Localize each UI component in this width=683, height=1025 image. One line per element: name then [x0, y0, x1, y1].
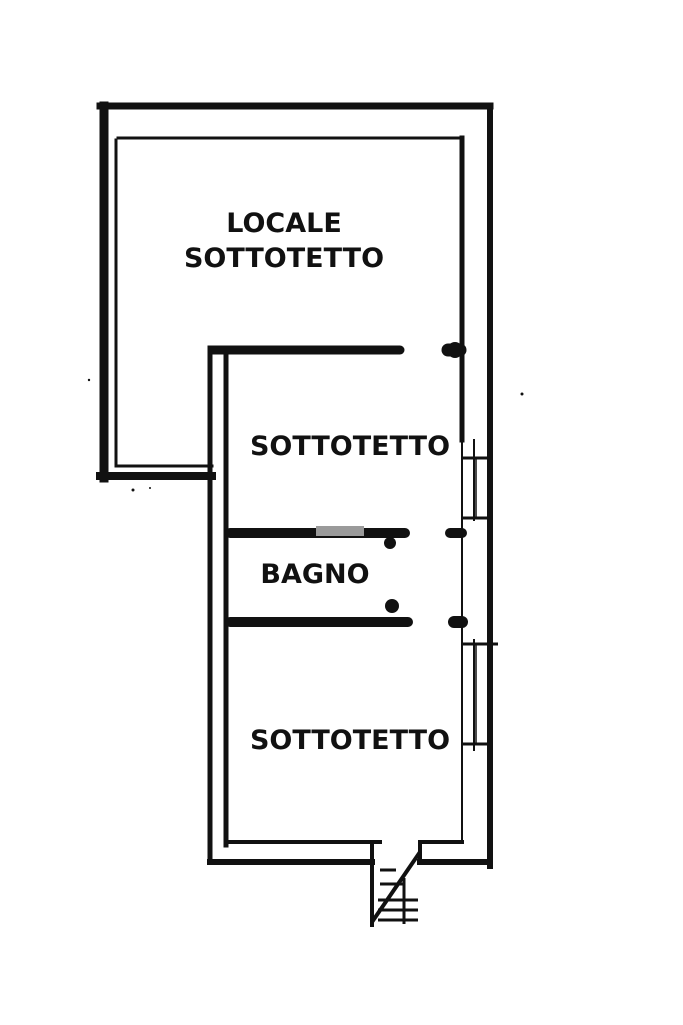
door-posts: [384, 342, 463, 613]
room-label-locale-line1: LOCALE: [226, 208, 342, 239]
outer-walls: [96, 101, 494, 927]
stairs: [370, 850, 422, 924]
room-label-bagno: BAGNO: [260, 559, 369, 590]
room-label-locale-line2: SOTTOTETTO: [184, 243, 384, 274]
room-label-sottotetto-upper: SOTTOTETTO: [250, 431, 450, 462]
window-lower: [462, 642, 498, 746]
scan-specks: [87, 378, 524, 492]
window-upper: [462, 456, 490, 520]
room-label-sottotetto-lower: SOTTOTETTO: [250, 725, 450, 756]
wall-mark: [316, 526, 364, 536]
